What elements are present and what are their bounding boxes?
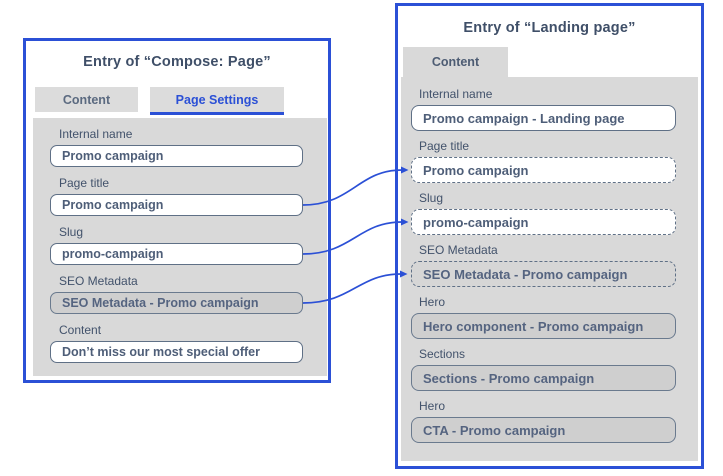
field-label: Slug <box>59 225 84 239</box>
field-sections: Sections Sections - Promo campaign <box>411 347 676 391</box>
internal-name-input[interactable]: Promo campaign <box>50 145 303 167</box>
tab-content[interactable]: Content <box>403 47 508 77</box>
slug-input[interactable]: promo-campaign <box>50 243 303 265</box>
field-slug: Slug promo-campaign <box>50 225 303 265</box>
field-label: Sections <box>419 347 466 361</box>
field-seo-metadata: SEO Metadata SEO Metadata - Promo campai… <box>50 274 303 314</box>
field-hero: Hero Hero component - Promo campaign <box>411 295 676 339</box>
page-settings-tab-body: Internal name Promo campaign Page title … <box>33 118 327 376</box>
field-slug-linked: Slug promo-campaign <box>411 191 676 235</box>
tab-page-settings[interactable]: Page Settings <box>150 87 284 115</box>
slug-linked-input[interactable]: promo-campaign <box>411 209 676 235</box>
seo-metadata-reference[interactable]: SEO Metadata - Promo campaign <box>50 292 303 314</box>
field-label: Content <box>59 323 102 337</box>
page-title-linked-input[interactable]: Promo campaign <box>411 157 676 183</box>
field-seo-metadata-linked: SEO Metadata SEO Metadata - Promo campai… <box>411 243 676 287</box>
field-page-title-linked: Page title Promo campaign <box>411 139 676 183</box>
hero-component-reference[interactable]: Hero component - Promo campaign <box>411 313 676 339</box>
field-label: Internal name <box>419 87 493 101</box>
panel-title: Entry of “Landing page” <box>463 20 636 36</box>
content-input[interactable]: Don’t miss our most special offer <box>50 341 303 363</box>
field-cta: Hero CTA - Promo campaign <box>411 399 676 443</box>
tab-label: Content <box>431 55 480 69</box>
field-page-title: Page title Promo campaign <box>50 176 303 216</box>
content-tab-body: Internal name Promo campaign - Landing p… <box>401 77 698 461</box>
seo-metadata-linked-reference[interactable]: SEO Metadata - Promo campaign <box>411 261 676 287</box>
field-label: Internal name <box>59 127 133 141</box>
page-title-input[interactable]: Promo campaign <box>50 194 303 216</box>
compose-page-entry-panel: Entry of “Compose: Page” Content Page Se… <box>23 38 331 383</box>
field-content: Content Don’t miss our most special offe… <box>50 323 303 363</box>
tab-label: Page Settings <box>175 92 259 107</box>
tab-label: Content <box>62 92 111 107</box>
tab-content[interactable]: Content <box>35 87 138 112</box>
field-label: Page title <box>59 176 110 190</box>
field-label: Page title <box>419 139 470 153</box>
sections-reference[interactable]: Sections - Promo campaign <box>411 365 676 391</box>
panel-title: Entry of “Compose: Page” <box>83 54 271 70</box>
field-label: Hero <box>419 399 446 413</box>
internal-name-input[interactable]: Promo campaign - Landing page <box>411 105 676 131</box>
field-label: SEO Metadata <box>59 274 138 288</box>
field-internal-name: Internal name Promo campaign - Landing p… <box>411 87 676 131</box>
landing-page-entry-panel: Entry of “Landing page” Content Internal… <box>395 3 704 469</box>
field-label: Hero <box>419 295 446 309</box>
field-internal-name: Internal name Promo campaign <box>50 127 303 167</box>
field-label: Slug <box>419 191 444 205</box>
field-label: SEO Metadata <box>419 243 498 257</box>
cta-reference[interactable]: CTA - Promo campaign <box>411 417 676 443</box>
